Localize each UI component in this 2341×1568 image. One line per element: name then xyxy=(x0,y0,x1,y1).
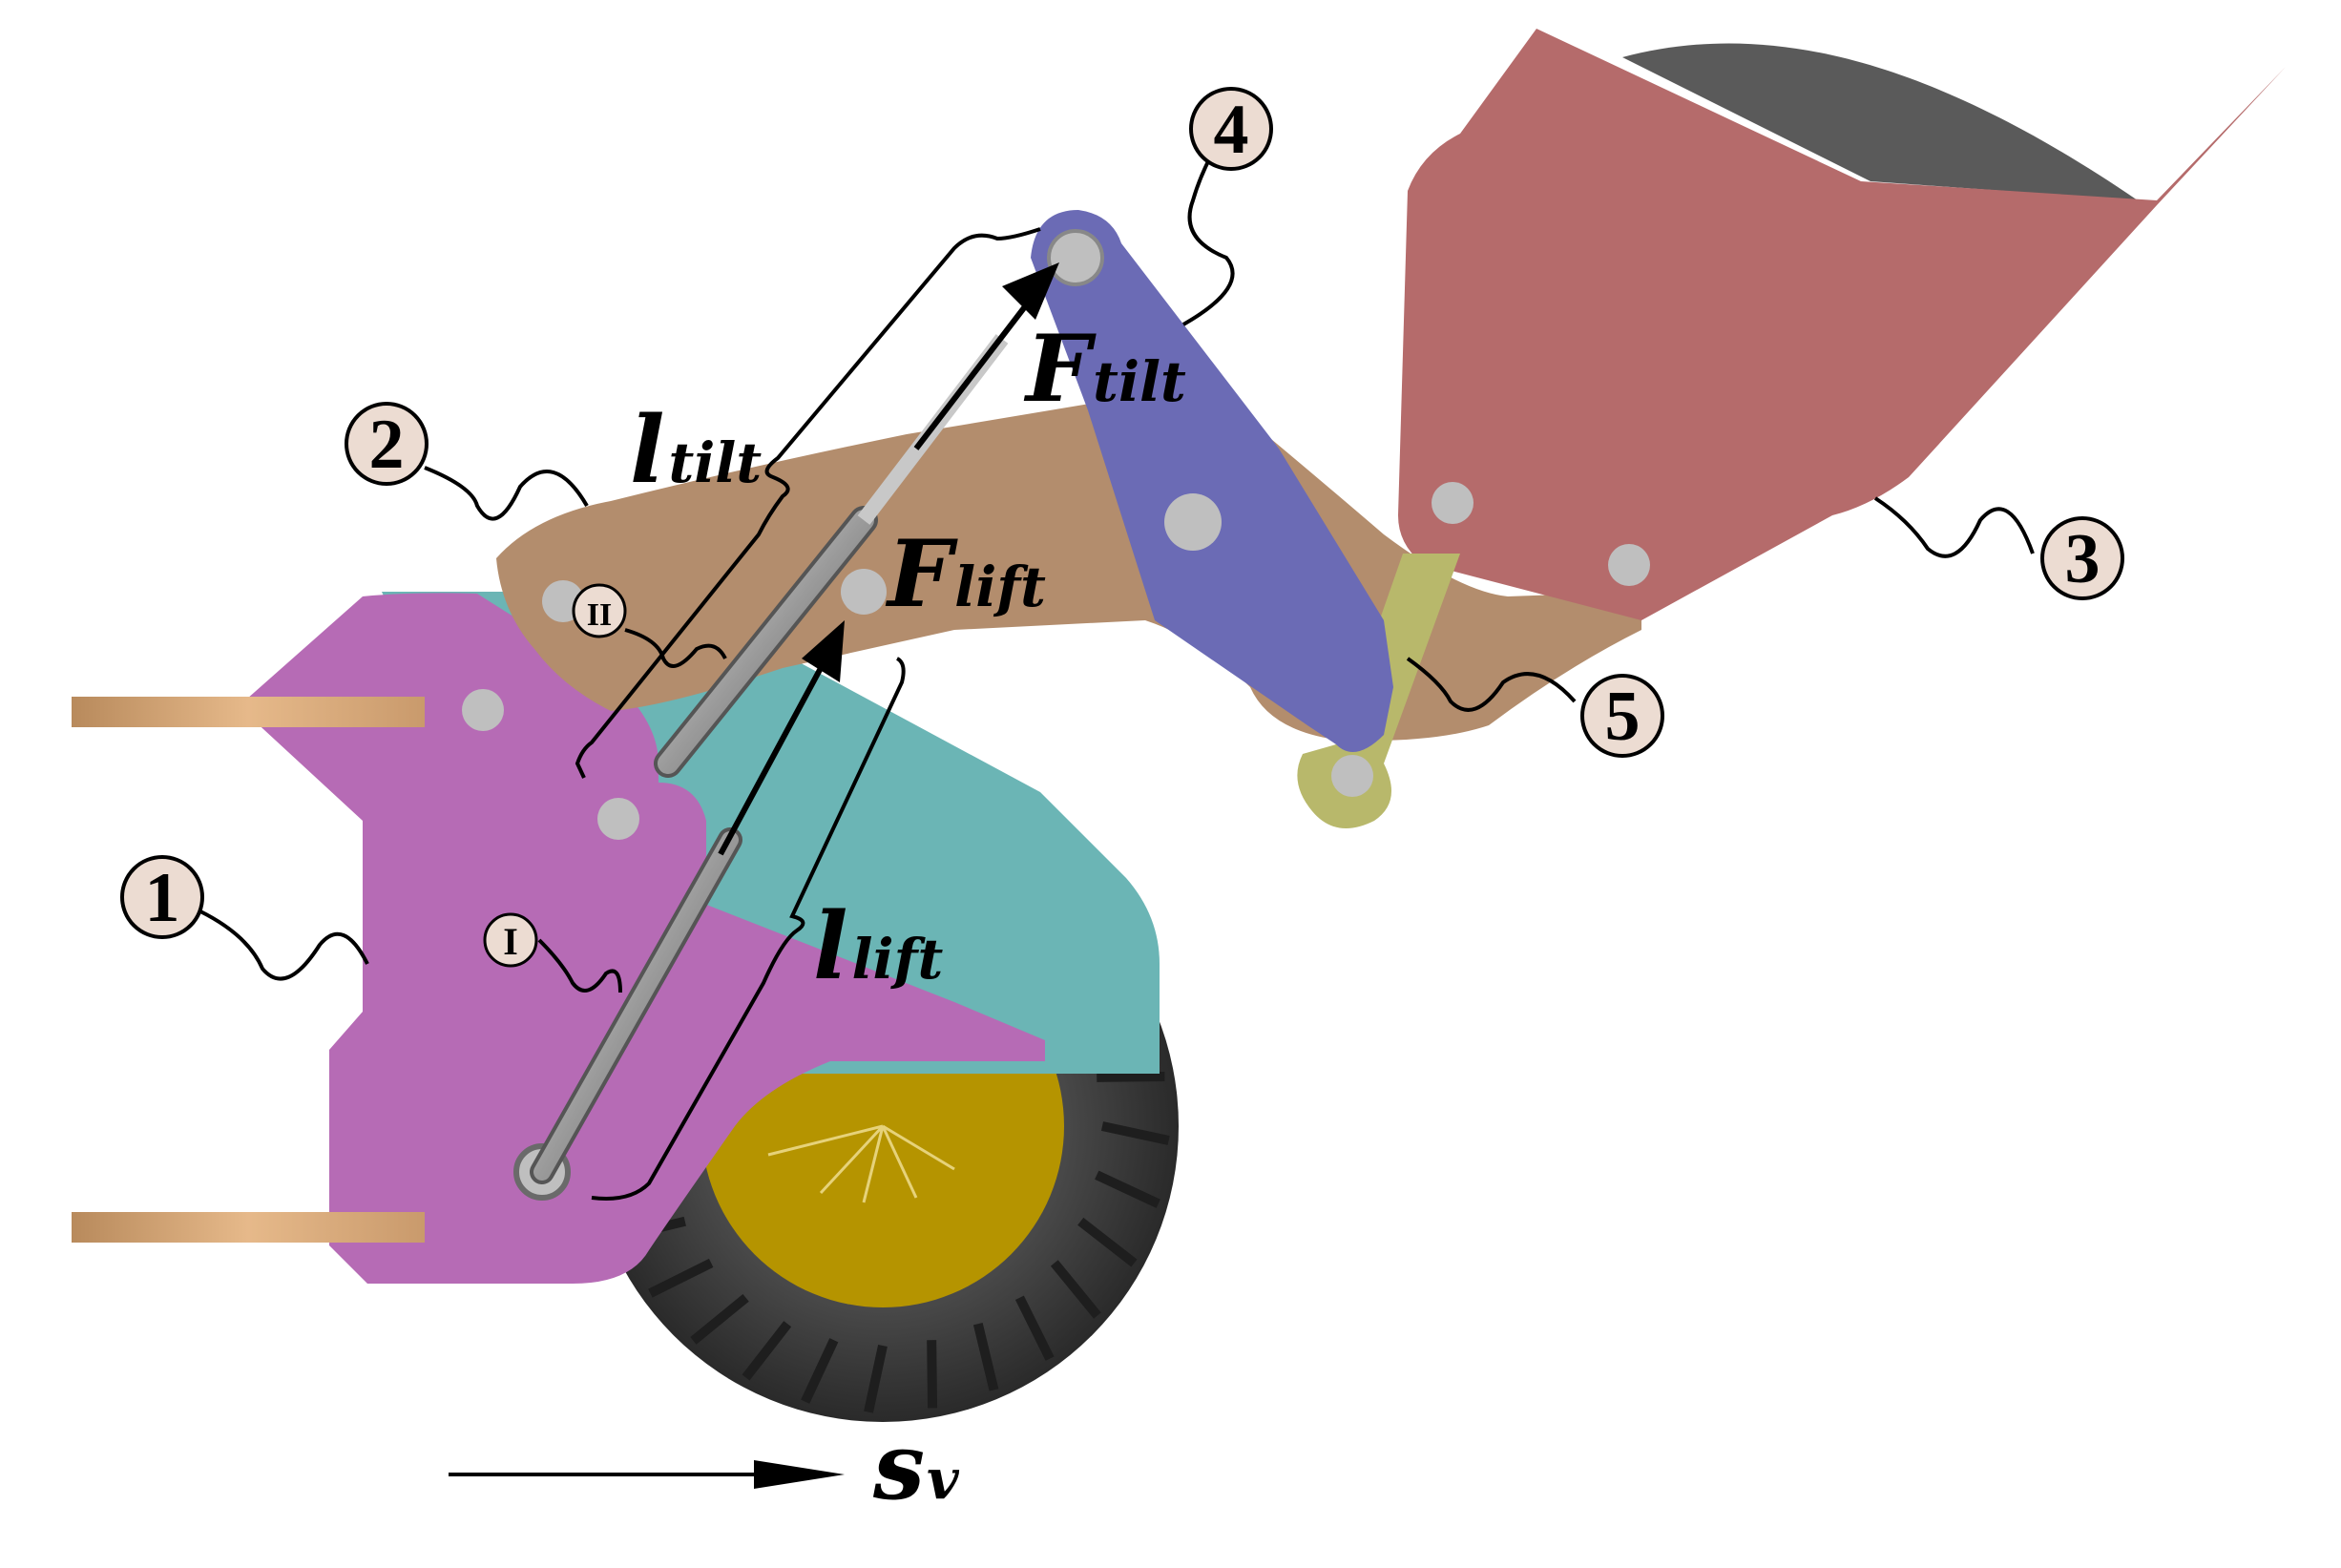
f-tilt-arrow-shaft xyxy=(913,303,1029,450)
label-l-lift: llift xyxy=(813,892,943,1000)
tire-tread xyxy=(1050,1260,1101,1319)
tire-tread xyxy=(1014,1295,1055,1361)
tire-tread xyxy=(1077,1217,1138,1267)
bucket-interior xyxy=(1622,43,2138,200)
callout-I-text: I xyxy=(503,920,518,963)
callout-3-text: 3 xyxy=(2065,520,2101,598)
f-lift-arrowhead xyxy=(802,620,845,682)
upper-hitch-lug xyxy=(72,697,425,727)
tire-tread xyxy=(648,1258,714,1298)
bell-crank xyxy=(1031,210,1393,752)
tire-tread xyxy=(864,1344,888,1413)
tire-tread xyxy=(927,1340,938,1409)
label-s-v: sv xyxy=(872,1412,960,1520)
callouts: 1 2 3 4 5 I II xyxy=(120,87,2124,968)
tire-tread xyxy=(801,1338,839,1404)
tire-tread xyxy=(1095,1170,1160,1208)
length-brackets xyxy=(575,227,1041,1201)
travel-direction-arrowhead xyxy=(754,1460,845,1489)
travel-direction xyxy=(449,1460,845,1489)
tire-tread xyxy=(972,1323,999,1391)
pin-bucket-top xyxy=(1432,482,1474,524)
label-l-tilt: ltilt xyxy=(630,396,762,504)
callout-3: 3 xyxy=(2040,516,2124,600)
pin-frame-upper xyxy=(462,689,504,731)
lift-cylinder xyxy=(530,827,742,1184)
label-f-lift: Flift xyxy=(885,520,1046,628)
pin-bucket-bottom xyxy=(1608,544,1650,586)
f-tilt-arrowhead xyxy=(1002,262,1059,320)
callout-5-text: 5 xyxy=(1605,678,1641,756)
callout-1: 1 xyxy=(120,855,204,939)
bucket xyxy=(1398,29,2286,620)
callout-4: 4 xyxy=(1189,87,1273,171)
pin-bell-crank-top xyxy=(1047,229,1104,286)
pin-link-bottom xyxy=(1331,755,1373,797)
tire-tread xyxy=(742,1321,792,1381)
callout-2: 2 xyxy=(345,402,428,486)
l-lift-bracket xyxy=(591,657,906,1201)
pin-frame-tilt-base xyxy=(597,798,639,840)
label-f-tilt: Ftilt xyxy=(1023,315,1186,423)
f-lift-arrow-shaft xyxy=(718,666,824,856)
symbol-labels: ltilt llift Ftilt Flift sv xyxy=(630,315,1186,1520)
callout-II-text: II xyxy=(587,597,612,633)
callout-5: 5 xyxy=(1580,674,1664,758)
callout-leaders xyxy=(199,127,2035,993)
l-tilt-bracket xyxy=(575,227,1041,779)
callout-II: II xyxy=(572,583,627,638)
callout-4-text: 4 xyxy=(1214,91,1249,169)
hitch-lugs xyxy=(72,697,425,1243)
tire-tread xyxy=(690,1293,749,1345)
callout-1-text: 1 xyxy=(145,859,180,937)
pin-lift-cylinder-end xyxy=(841,569,887,615)
rim-spokes xyxy=(767,1124,955,1203)
callout-I: I xyxy=(483,912,538,968)
tire-tread xyxy=(1100,1121,1170,1145)
front-frame xyxy=(239,593,1045,1284)
callout-2-text: 2 xyxy=(369,406,405,484)
lower-hitch-lug xyxy=(72,1212,425,1243)
force-arrows xyxy=(718,262,1059,856)
pin-bell-crank-center xyxy=(1164,493,1222,551)
